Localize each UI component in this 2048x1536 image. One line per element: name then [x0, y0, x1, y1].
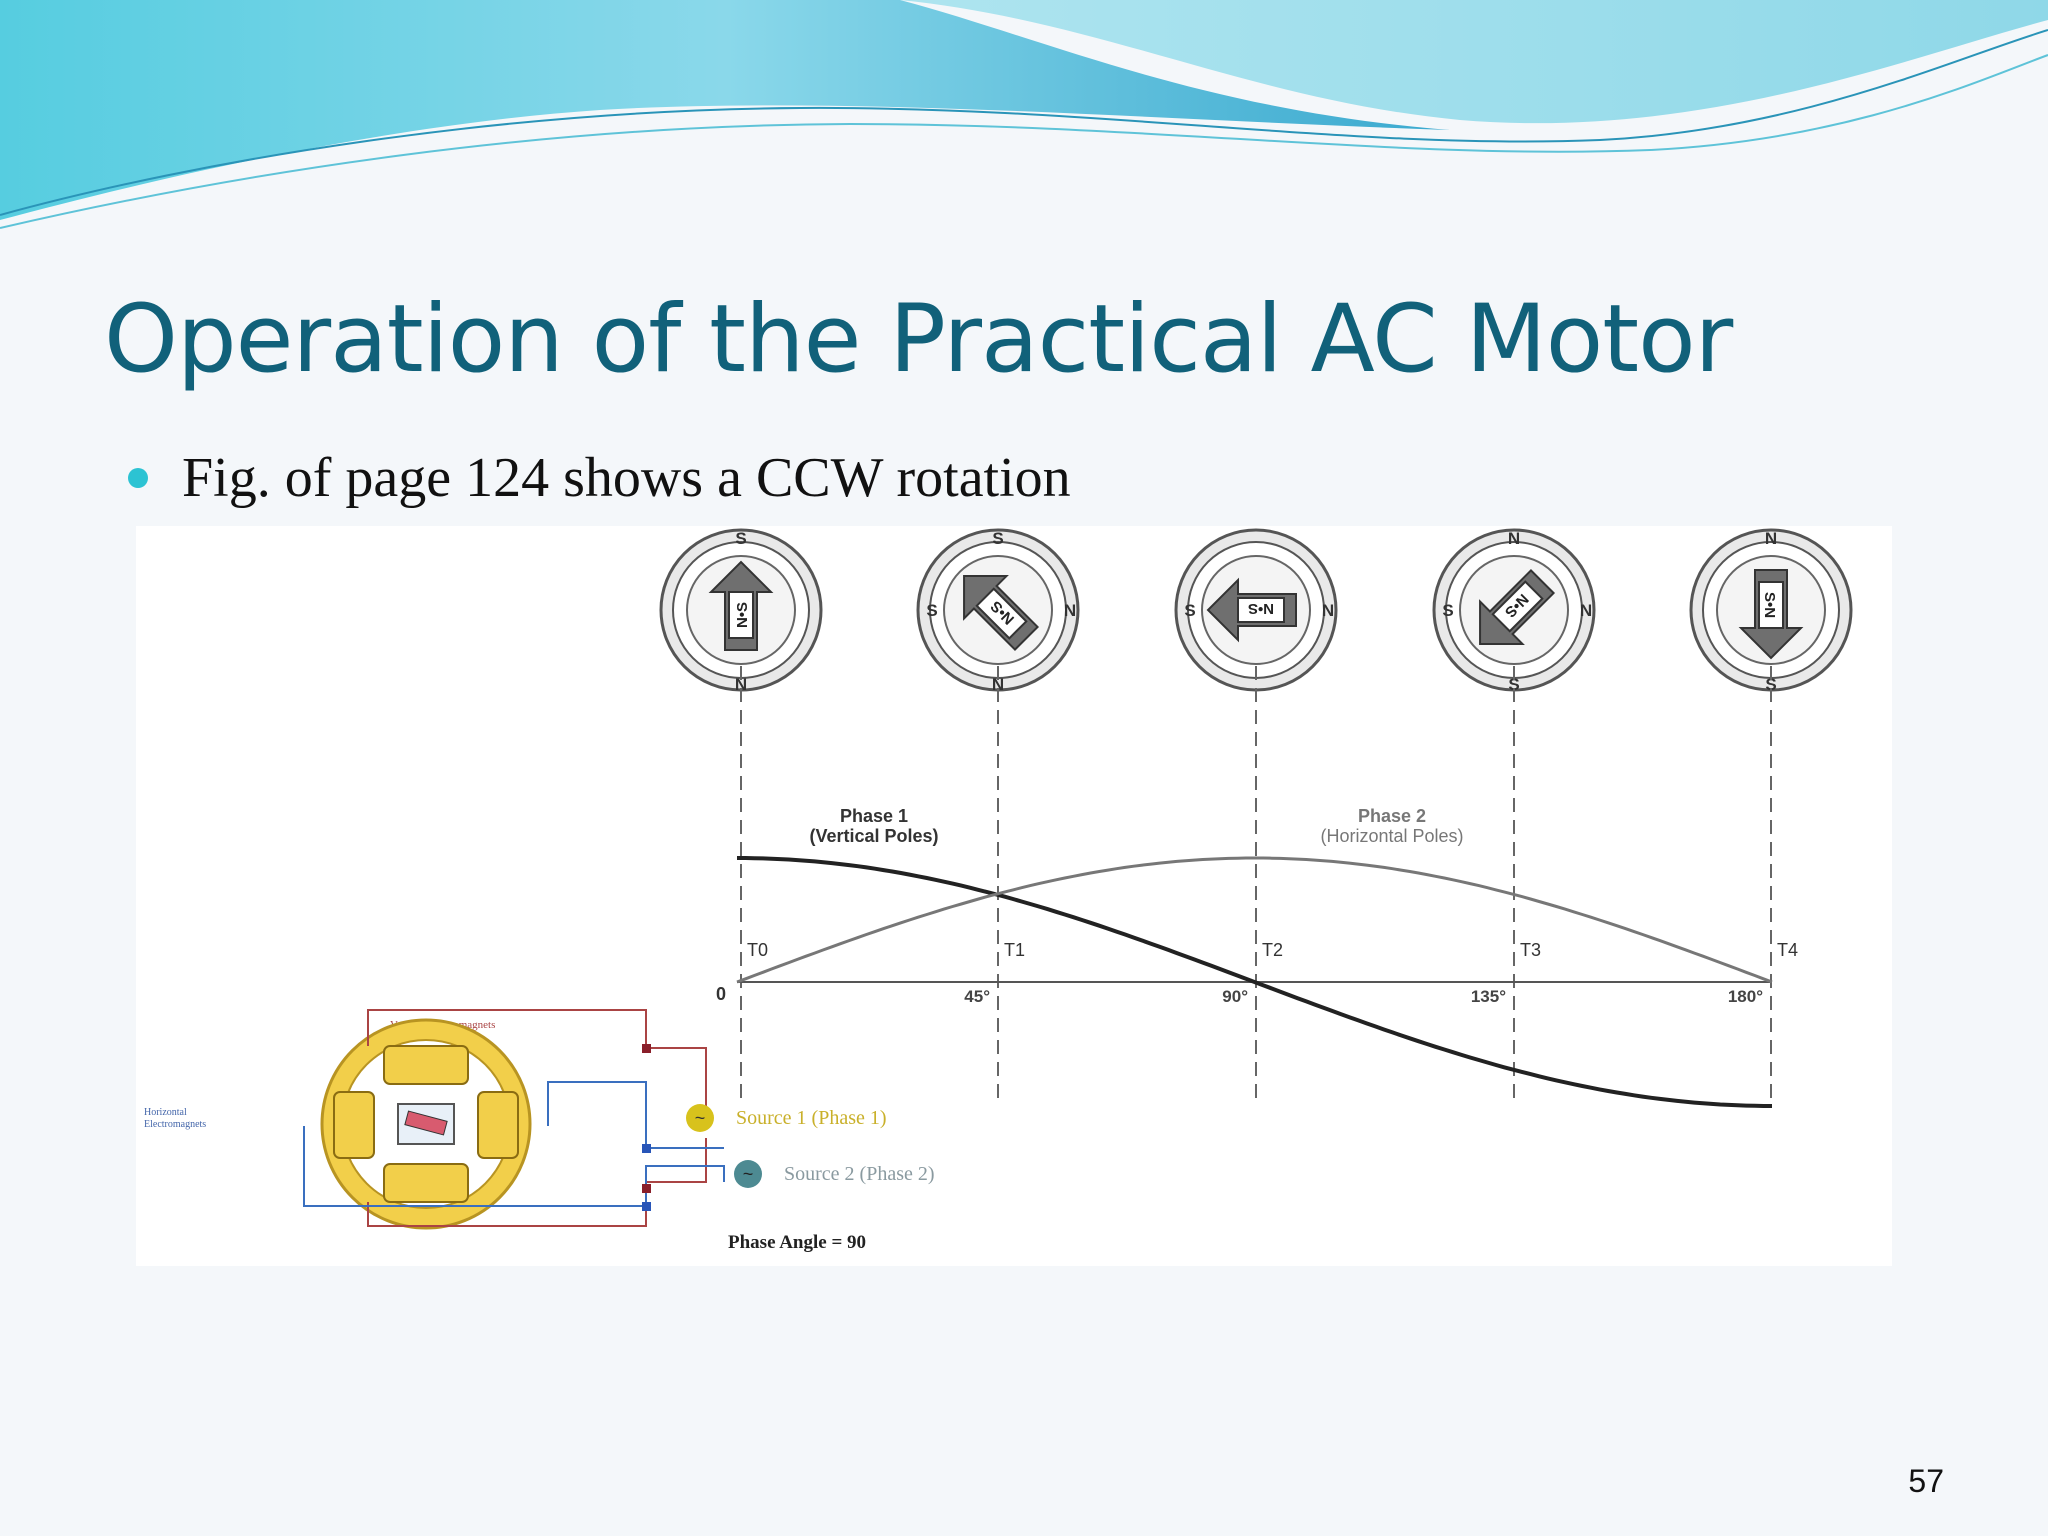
angle-labels: 45° 90° 135° 180°	[964, 987, 1763, 1006]
source2-label: Source 2 (Phase 2)	[784, 1163, 935, 1185]
angle-label-1: 45°	[964, 987, 990, 1006]
angle-label-3: 135°	[1471, 987, 1506, 1006]
bullet-icon	[128, 468, 148, 488]
pole-label-left: S	[1442, 601, 1453, 620]
terminal-4	[642, 1202, 651, 1211]
rotor-0: N•S S N	[659, 528, 823, 694]
rotor-magnet-label: N•S	[734, 602, 751, 628]
terminal-2	[642, 1184, 651, 1193]
horizontal-electromagnets-label-1: Horizontal	[144, 1107, 187, 1118]
phase2-subtitle: (Horizontal Poles)	[1320, 826, 1463, 846]
source2-icon	[734, 1160, 762, 1188]
source1-ac-symbol: ~	[695, 1108, 706, 1128]
phase1-title: Phase 1	[840, 806, 908, 826]
rotor-magnet	[404, 1110, 448, 1136]
rotor-magnet-label: N•S	[1248, 600, 1274, 617]
pole-right	[477, 1091, 519, 1159]
angle-label-4: 180°	[1728, 987, 1763, 1006]
time-label-1: T1	[1004, 940, 1025, 960]
circuit-diagram: Vertical Electromagnets Horizontal Elect…	[144, 1009, 935, 1253]
phase1-wire	[367, 1009, 707, 1122]
terminal-3	[642, 1144, 651, 1153]
zero-label: 0	[716, 984, 726, 1004]
pole-bottom	[383, 1163, 469, 1203]
source1-icon	[686, 1104, 714, 1132]
page-number: 57	[1908, 1463, 1944, 1499]
phase2-return-wire	[547, 1081, 724, 1149]
time-label-2: T2	[1262, 940, 1283, 960]
bullet-text: Fig. of page 124 shows a CCW rotation	[182, 447, 1071, 509]
pole-label-top: S	[735, 529, 746, 548]
pole-label-bottom: N	[735, 675, 747, 694]
pole-label-bottom: N	[992, 675, 1004, 694]
source2-ac-symbol: ~	[743, 1164, 754, 1184]
pole-label-right: N	[1322, 601, 1334, 620]
pole-label-bottom: S	[1508, 675, 1519, 694]
terminal-1	[642, 1044, 651, 1053]
time-label-4: T4	[1777, 940, 1798, 960]
pole-label-left: S	[1184, 601, 1195, 620]
phase2-title: Phase 2	[1358, 806, 1426, 826]
time-label-3: T3	[1520, 940, 1541, 960]
pole-top	[383, 1045, 469, 1085]
pole-label-right: N	[1580, 601, 1592, 620]
rotor-magnet-label: S•N	[1761, 592, 1778, 618]
phase1-subtitle: (Vertical Poles)	[809, 826, 938, 846]
pole-label-top: S	[992, 529, 1003, 548]
pole-label-top: N	[1765, 529, 1777, 548]
phase-angle-label: Phase Angle = 90	[728, 1232, 866, 1253]
pole-label-top: N	[1508, 529, 1520, 548]
pole-label-right: N	[1064, 601, 1076, 620]
phase1-wave	[737, 856, 1772, 1108]
pole-label-bottom: S	[1765, 675, 1776, 694]
time-labels: T0 T1 T2 T3 T4	[747, 940, 1798, 960]
slide-title: Operation of the Practical AC Motor	[104, 285, 1733, 394]
time-markers	[740, 666, 1772, 1106]
pole-label-left: S	[926, 601, 937, 620]
phase2-wave	[736, 856, 1773, 984]
header-wave-decoration	[0, 0, 2048, 229]
time-label-0: T0	[747, 940, 768, 960]
rotor-2: N•S S N	[1174, 528, 1338, 692]
rotor-4: S•N N S	[1689, 528, 1853, 694]
angle-label-2: 90°	[1222, 987, 1248, 1006]
horizontal-electromagnets-label-2: Electromagnets	[144, 1119, 206, 1130]
pole-left	[333, 1091, 375, 1159]
bullet-item: Fig. of page 124 shows a CCW rotation	[128, 446, 1071, 510]
source1-label: Source 1 (Phase 1)	[736, 1107, 887, 1129]
